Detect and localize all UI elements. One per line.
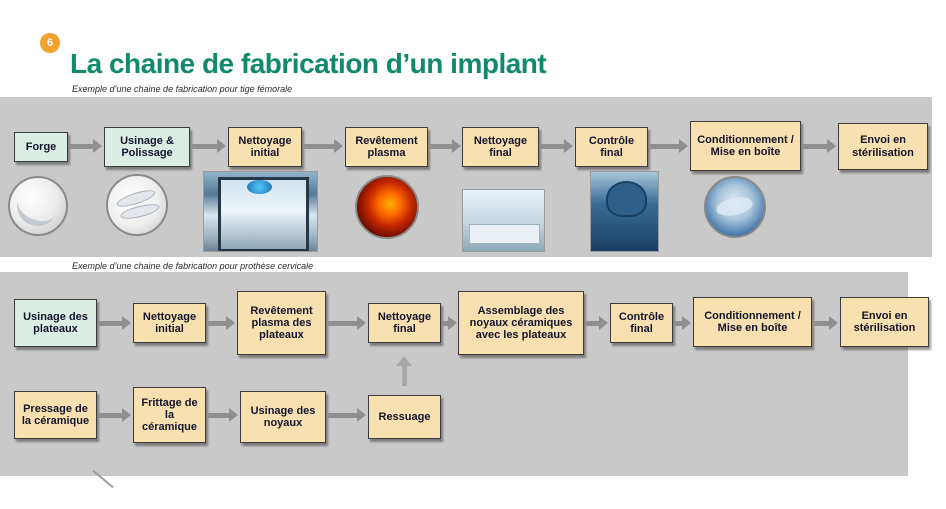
boxing-gloved-hands-photo	[704, 176, 766, 238]
step-nettoyage-initial-cervical: Nettoyage initial	[133, 303, 206, 343]
flow-arrow-right-icon	[208, 316, 235, 330]
flow-arrow-right-icon	[586, 316, 608, 330]
step-usinage-plateaux: Usinage des plateaux	[14, 299, 97, 347]
flow-arrow-right-icon	[99, 316, 131, 330]
step-ressuage: Ressuage	[368, 395, 441, 439]
step-revetement-plasma: Revêtement plasma	[345, 127, 428, 167]
step-usinage-noyaux: Usinage des noyaux	[240, 391, 326, 443]
plasma-coating-photo	[355, 175, 419, 239]
slide-number-badge: 6	[40, 33, 60, 53]
step-conditionnement: Conditionnement / Mise en boîte	[690, 121, 801, 171]
flow-arrow-right-icon	[192, 139, 226, 153]
flow-arrow-right-icon	[541, 139, 573, 153]
step-pressage-ceramique: Pressage de la céramique	[14, 391, 97, 439]
flow-arrow-right-icon	[803, 139, 836, 153]
flow-arrow-right-icon	[99, 408, 131, 422]
flow-arrow-right-icon	[208, 408, 238, 422]
femoral-chain-caption: Exemple d’une chaine de fabrication pour…	[72, 84, 293, 94]
step-controle-final: Contrôle final	[575, 127, 648, 167]
step-controle-final-cervical: Contrôle final	[610, 303, 673, 343]
flow-arrow-right-icon	[304, 139, 343, 153]
page-title: La chaine de fabrication d’un implant	[70, 48, 547, 79]
step-usinage-polissage: Usinage & Polissage	[104, 127, 190, 167]
flow-arrow-right-icon	[70, 139, 102, 153]
polished-stems-photo	[106, 174, 168, 236]
forged-stem-photo	[8, 176, 68, 236]
flow-arrow-right-icon	[814, 316, 838, 330]
flow-arrow-right-icon	[430, 139, 461, 153]
flow-arrow-right-icon	[442, 316, 457, 330]
flow-arrow-right-icon	[328, 316, 366, 330]
step-envoi-sterilisation-cervical: Envoi en stérilisation	[840, 297, 929, 347]
step-nettoyage-final-cervical: Nettoyage final	[368, 303, 441, 343]
flow-arrow-right-icon	[650, 139, 688, 153]
cervical-chain-caption: Exemple d’une chaine de fabrication pour…	[72, 261, 314, 271]
step-conditionnement-cervical: Conditionnement / Mise en boîte	[693, 297, 812, 347]
step-envoi-sterilisation: Envoi en stérilisation	[838, 123, 928, 170]
step-revetement-plasma-plateaux: Revêtement plasma des plateaux	[237, 291, 326, 355]
step-assemblage-noyaux: Assemblage des noyaux céramiques avec le…	[458, 291, 584, 355]
flow-arrow-right-icon	[675, 316, 691, 330]
final-inspection-operator-photo	[590, 171, 659, 252]
flow-arrow-up-icon	[396, 356, 412, 386]
step-nettoyage-final: Nettoyage final	[462, 127, 539, 167]
final-cleaning-room-photo	[462, 189, 545, 252]
step-forge: Forge	[14, 132, 68, 162]
step-nettoyage-initial: Nettoyage initial	[228, 127, 302, 167]
machining-station-photo	[203, 171, 318, 252]
flow-arrow-right-icon	[328, 408, 366, 422]
step-frittage-ceramique: Frittage de la céramique	[133, 387, 206, 443]
